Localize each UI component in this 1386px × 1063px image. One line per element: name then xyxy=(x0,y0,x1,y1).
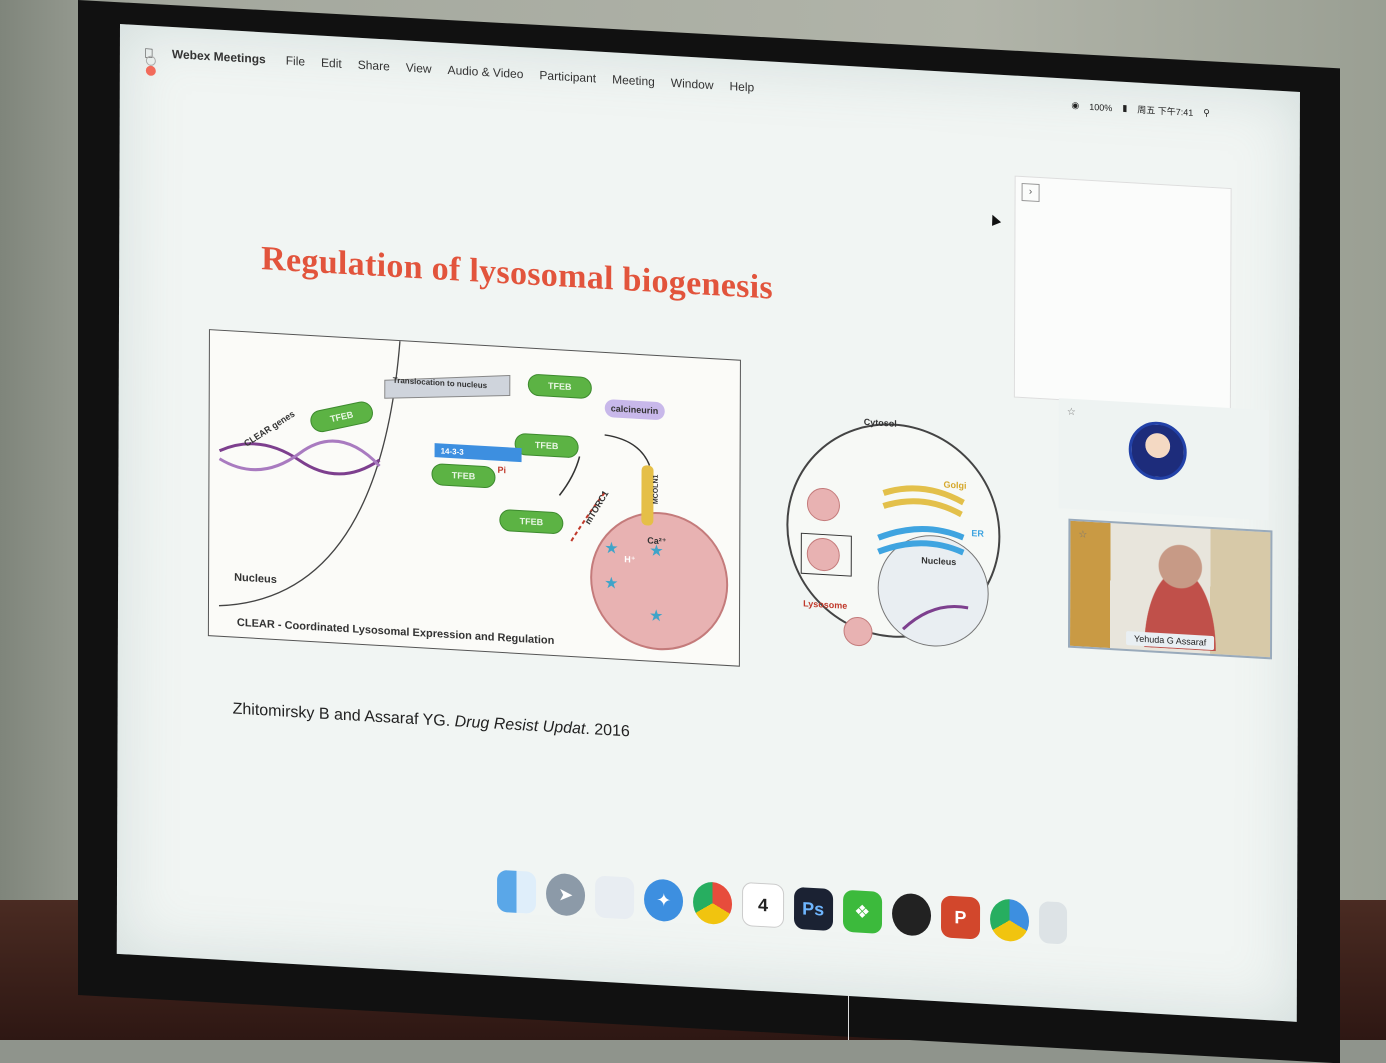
proton-star-4: ★ xyxy=(649,608,663,626)
tfeb-phospho-arrow xyxy=(558,456,581,496)
spotlight-search-icon[interactable]: ⚲ xyxy=(1203,107,1210,118)
mouse-cursor-icon xyxy=(987,212,1002,226)
calcium-label: Ca²⁺ xyxy=(647,535,667,547)
pathway-diagram-svg: ★ ★ ★ ★ xyxy=(218,341,729,651)
proton-star-2: ★ xyxy=(649,543,663,561)
citation-journal: Drug Resist Updat xyxy=(454,713,586,738)
menu-meeting[interactable]: Meeting xyxy=(612,72,655,89)
mac-dock: ➤ ✦ 4 Ps ❖ P xyxy=(487,835,1077,951)
tfeb-free-pill: TFEB xyxy=(527,373,592,400)
chrome-icon[interactable] xyxy=(693,881,733,926)
window-close-button[interactable] xyxy=(145,55,156,67)
projected-display:  Webex Meetings File Edit Share View Au… xyxy=(116,24,1300,1022)
quicktime-icon[interactable] xyxy=(989,898,1030,943)
menu-edit[interactable]: Edit xyxy=(321,55,342,71)
er-stack-2 xyxy=(877,540,965,556)
dna-strand-2 xyxy=(218,439,381,472)
webex-record-indicator-icon[interactable] xyxy=(145,65,156,77)
menu-participant[interactable]: Participant xyxy=(539,68,597,86)
nucleus-dna xyxy=(901,605,969,631)
finder-icon[interactable] xyxy=(496,869,537,914)
powerpoint-icon[interactable]: P xyxy=(940,895,981,940)
tfeb-phosphorylated-pill: TFEB xyxy=(514,432,579,459)
mcoln1-channel xyxy=(641,465,654,526)
calcium-to-calcineurin-arrow xyxy=(604,434,651,466)
phosphate-label: Pi xyxy=(497,464,507,476)
menu-help[interactable]: Help xyxy=(729,79,755,95)
nucleus-boundary xyxy=(218,341,401,607)
cell-diagram-svg xyxy=(786,423,1001,647)
slide-citation: Zhitomirsky B and Assaraf YG. Drug Resis… xyxy=(233,700,630,741)
menu-share[interactable]: Share xyxy=(357,57,390,74)
launchpad-icon[interactable]: ➤ xyxy=(546,872,586,917)
avatar xyxy=(1128,420,1187,482)
golgi-stack-1 xyxy=(882,485,965,506)
menu-app-name[interactable]: Webex Meetings xyxy=(171,46,266,67)
proton-label: H⁺ xyxy=(624,554,636,565)
pin-icon[interactable]: ☆ xyxy=(1066,406,1076,419)
menubar-status-area: ◉ 100% ▮ 周五 下午7:41 ⚲ xyxy=(1071,99,1210,120)
collapse-panel-button[interactable]: › xyxy=(1021,182,1040,203)
nucleus-right-label: Nucleus xyxy=(921,555,957,568)
cell-nucleus xyxy=(877,535,989,647)
wifi-icon[interactable]: ◉ xyxy=(1071,99,1080,111)
trash-icon[interactable] xyxy=(1039,900,1068,945)
safari-icon[interactable]: ✦ xyxy=(644,878,684,923)
photoshop-icon[interactable]: Ps xyxy=(793,886,833,932)
cell-schematic-figure: Cytosol Golgi ER Nucleus Lysosome xyxy=(783,392,1004,670)
tfeb-cytosol-pill: TFEB xyxy=(499,508,564,535)
qq-icon[interactable] xyxy=(891,892,931,937)
dna-strand-1 xyxy=(218,442,381,476)
er-label: ER xyxy=(971,528,984,539)
golgi-label: Golgi xyxy=(943,479,967,491)
nucleus-label: Nucleus xyxy=(234,571,277,587)
slide-title: Regulation of lysosomal biogenesis xyxy=(261,240,774,307)
citation-authors: Zhitomirsky B and Assaraf YG. xyxy=(232,700,451,731)
meeting-side-panel: › xyxy=(1013,175,1232,411)
menu-audio-video[interactable]: Audio & Video xyxy=(447,62,524,82)
er-stack-1 xyxy=(877,525,965,541)
mcoln1-label: MCOLN1 xyxy=(652,474,660,505)
golgi-stack-2 xyxy=(882,498,963,518)
menu-window[interactable]: Window xyxy=(670,75,714,93)
tfeb-pathway-figure: ★ ★ ★ ★ CLEAR genes TFEB Translocation t… xyxy=(207,329,741,667)
lysosome-circle xyxy=(590,511,729,651)
cytosol-label: Cytosol xyxy=(863,416,897,429)
calcineurin-pill: calcineurin xyxy=(604,398,665,421)
proton-star-3: ★ xyxy=(604,575,618,593)
menu-file[interactable]: File xyxy=(285,53,306,69)
tfeb-bound-1433-pill: TFEB xyxy=(431,462,496,489)
preview-icon[interactable] xyxy=(595,875,635,920)
wechat-icon[interactable]: ❖ xyxy=(842,889,882,934)
menu-view[interactable]: View xyxy=(405,60,432,76)
battery-icon[interactable]: ▮ xyxy=(1122,102,1128,114)
zoom-box xyxy=(800,532,852,577)
pin-icon[interactable]: ☆ xyxy=(1078,529,1088,541)
lysosome-3 xyxy=(843,617,873,647)
lysosome-1 xyxy=(806,488,840,522)
lysosome-2 xyxy=(806,538,840,572)
self-participant-tile[interactable]: ☆ xyxy=(1058,398,1269,521)
citation-year: . 2016 xyxy=(585,720,630,741)
remote-video-tile[interactable]: ☆ Yehuda G Assaraf xyxy=(1068,518,1273,660)
proton-star-1: ★ xyxy=(604,540,618,558)
battery-percent[interactable]: 100% xyxy=(1089,101,1113,113)
menubar-clock[interactable]: 周五 下午7:41 xyxy=(1137,104,1194,118)
translocation-arrow xyxy=(384,374,511,399)
calendar-icon[interactable]: 4 xyxy=(742,881,784,929)
